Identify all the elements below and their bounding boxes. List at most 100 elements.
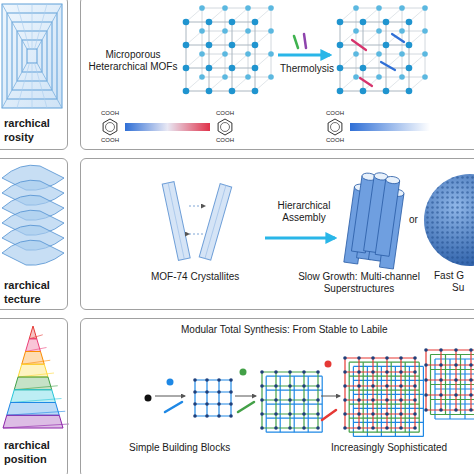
grid-node [343,384,347,388]
grid-linker [195,379,231,380]
grid-node [343,426,347,430]
metal-node [183,42,190,49]
grid-node [439,393,443,397]
lattice-bond [255,22,256,91]
grid-linker [426,364,474,365]
metal-node [383,88,390,95]
grid-node [413,398,417,402]
panel-text: Simple Building Blocks [129,442,230,454]
metal-node [383,19,390,26]
grid-linker [431,384,474,385]
grid-node [399,398,403,402]
grid-linker [349,362,350,432]
substituent-label: COOH [216,137,234,144]
tunnel-grid [17,63,30,108]
grid-linker [358,358,359,428]
metal-node [222,51,228,57]
grid-linker [349,404,419,405]
theme-heading: position [4,453,47,466]
panel-text: Thermolysis [280,63,334,75]
metal-node [376,28,382,34]
grid-linker [367,366,368,436]
building-block [145,395,152,402]
grid-node [385,412,389,416]
lattice-bond [186,68,255,69]
grid-linker [218,380,219,416]
grid-node [439,408,443,412]
grid-node [357,370,361,374]
crystallite-rod [162,182,190,261]
composition-pyramid [3,326,69,428]
metal-node [229,42,236,49]
lattice-bond [186,22,187,91]
grid-node [274,426,278,430]
metal-node [422,5,428,11]
lattice-bond [340,22,409,23]
grid-linker [206,380,207,416]
grid-node [205,414,209,418]
grid-node [274,412,278,416]
theme-heading: rarchical [4,439,50,452]
grid-node [371,384,375,388]
metal-node [199,5,205,11]
grid-node [357,398,361,402]
grid-node [260,412,264,416]
lattice-bond [356,8,425,9]
grid-linker [345,399,415,400]
grid-node [205,378,209,382]
metal-node [222,28,228,34]
building-block [240,369,247,376]
grid-linker [294,376,295,432]
tunnel-grid [35,63,48,108]
grid-linker [353,436,423,437]
grid-node [424,363,428,367]
pyramid-depth [14,386,58,390]
grid-node [205,390,209,394]
linker-stick [392,34,404,42]
grid-linker [349,418,419,419]
drawing-layer [2,4,474,436]
grid-node [469,408,473,412]
metal-node [268,74,274,80]
lattice-bond [363,31,379,45]
metal-node [252,42,259,49]
grid-node [302,370,306,374]
metal-node [206,42,213,49]
grid-linker [400,358,401,428]
metal-node [337,19,344,26]
metal-node [229,88,236,95]
metal-node [268,5,274,11]
grid-linker [345,371,415,372]
grid-node [343,356,347,360]
grid-linker [372,358,373,428]
substituent-label: COOH [326,137,344,144]
theme-heading: rosity [4,131,34,144]
grid-linker [377,362,378,432]
process-arrow [278,54,330,57]
metal-node [183,65,190,72]
benzene-ring [218,119,232,135]
substituent-label: COOH [326,110,344,117]
grid-node [217,378,221,382]
metal-node [222,74,228,80]
grid-node [424,348,428,352]
grid-node [399,370,403,374]
grid-node [193,414,197,418]
grid-node [217,414,221,418]
grid-node [193,402,197,406]
pyramid-depth [18,373,54,377]
grid-node [302,426,306,430]
metal-node [199,74,205,80]
grid-linker [345,413,415,414]
lattice-bond [186,45,255,46]
grid-linker [431,354,474,355]
linker-stick [352,40,366,50]
grid-linker [419,362,420,432]
grid-node [439,378,443,382]
metal-node [199,28,205,34]
content-panel: Microporous Heterarchical MOFsThermolysi… [80,0,474,150]
lattice-bond [356,54,425,55]
lattice-bond [386,22,387,91]
metal-node [199,51,205,57]
grid-linker [460,355,461,415]
